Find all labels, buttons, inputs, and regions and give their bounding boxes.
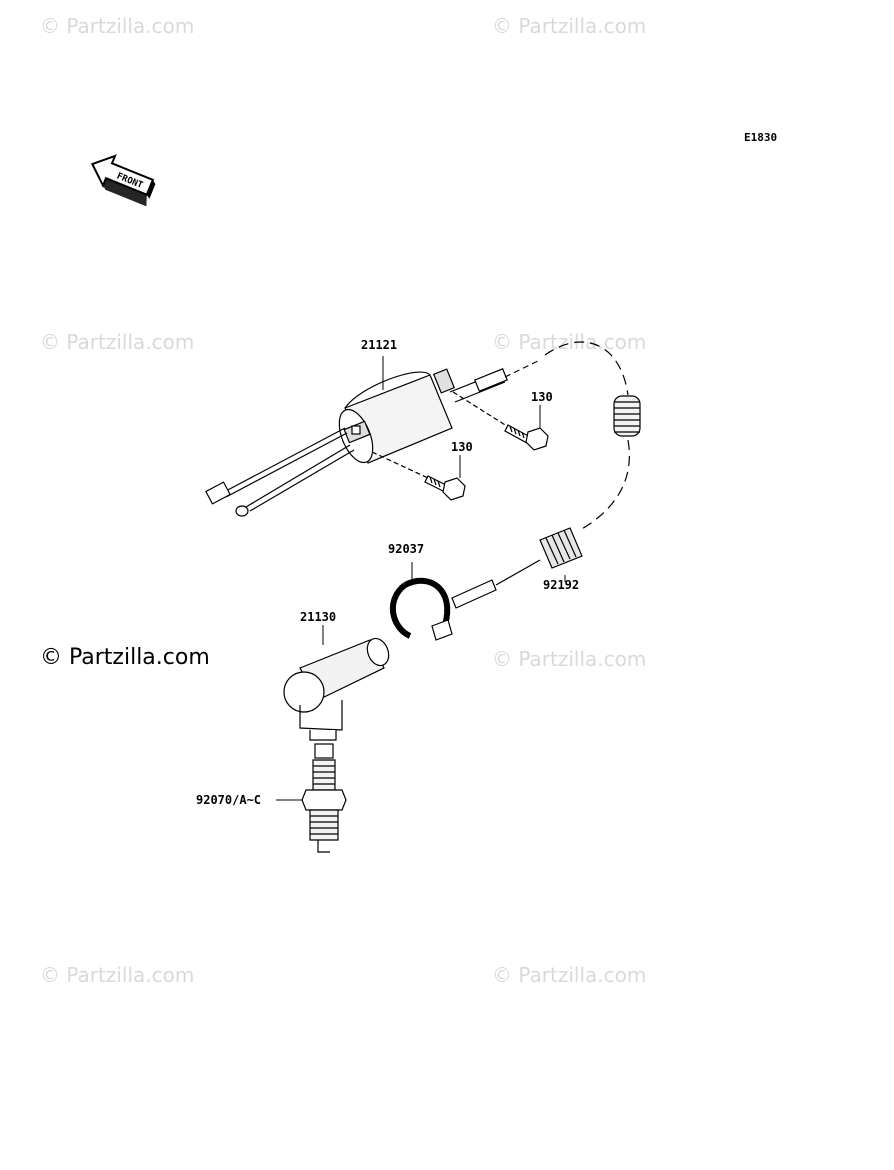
- label-bolt-lower: 130: [451, 440, 473, 454]
- watermark-bottom-right: © Partzilla.com: [492, 963, 647, 987]
- spark-plug: [276, 743, 347, 853]
- plug-cap: [283, 625, 390, 741]
- bolt-upper: [452, 391, 549, 451]
- watermark-center-right: © Partzilla.com: [492, 647, 647, 671]
- label-ignition-coil: 21121: [361, 338, 398, 352]
- diagram-code: E1830: [744, 131, 778, 144]
- spring-lower: [539, 527, 583, 582]
- label-clamp: 92037: [388, 542, 425, 556]
- label-spark-plug: 92070/A~C: [196, 793, 262, 807]
- label-plug-cap: 21130: [300, 610, 337, 624]
- watermark-bottom-left: © Partzilla.com: [40, 963, 195, 987]
- label-spring: 92192: [543, 578, 580, 592]
- spring-upper: [613, 395, 641, 437]
- label-bolt-upper: 130: [531, 390, 553, 404]
- watermark-top-right: © Partzilla.com: [492, 14, 647, 38]
- ignition-coil: [338, 368, 456, 464]
- clamp: [389, 562, 453, 641]
- watermark-main: © Partzilla.com: [40, 645, 210, 670]
- watermark-mid-right: © Partzilla.com: [492, 330, 647, 354]
- watermark-mid-left: © Partzilla.com: [40, 330, 195, 354]
- bolt-lower: [371, 451, 466, 501]
- watermark-top-left: © Partzilla.com: [40, 14, 195, 38]
